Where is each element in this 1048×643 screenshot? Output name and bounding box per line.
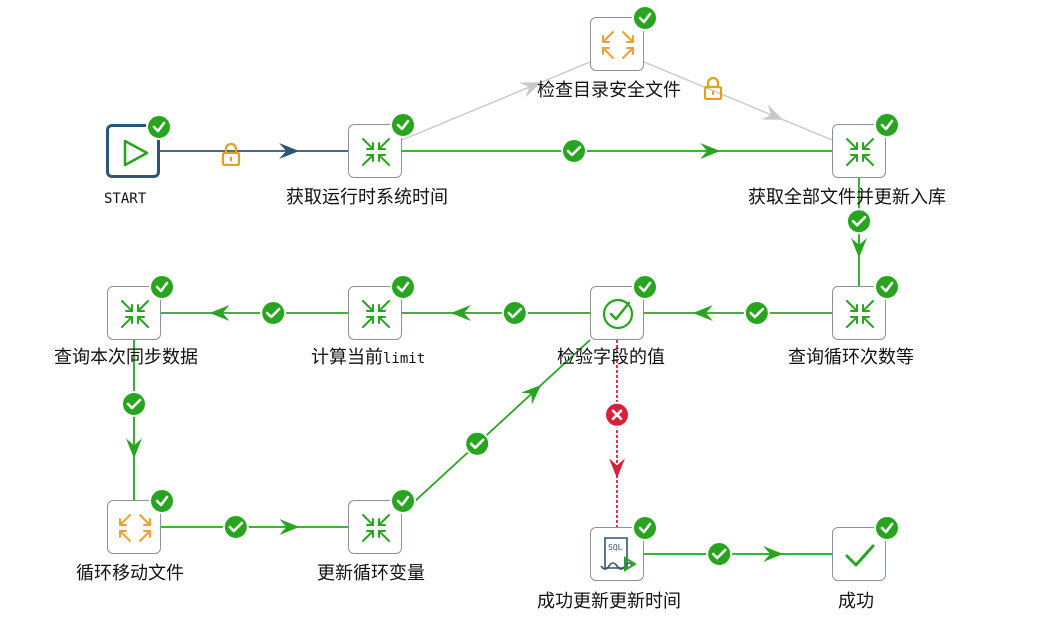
hop-arrowhead: [700, 143, 721, 159]
sql-icon: SQL: [600, 537, 637, 572]
hop-success-icon[interactable]: [222, 514, 249, 540]
check-circle-icon: [602, 298, 634, 330]
start-node-label: START: [104, 191, 147, 207]
start-node[interactable]: [106, 114, 172, 178]
success-node[interactable]: [832, 515, 900, 581]
hop-arrowhead: [209, 305, 230, 321]
hop-query_count-check_field[interactable]: [644, 300, 832, 326]
lock-icon: [703, 76, 723, 100]
hop-update_time-success[interactable]: [644, 541, 832, 567]
success-badge: [632, 5, 658, 31]
calc-limit-label-mono: limit: [383, 351, 426, 367]
hop-success-icon[interactable]: [121, 391, 147, 417]
success-badge: [632, 274, 658, 300]
hop-success-icon[interactable]: [743, 300, 770, 326]
hop-arrowhead: [520, 384, 542, 405]
query-sync-node[interactable]: [107, 274, 175, 340]
hop-start-get_time[interactable]: [160, 143, 348, 159]
check-dir-node[interactable]: [590, 5, 658, 71]
success-badge: [390, 112, 416, 138]
success-badge: [149, 488, 175, 514]
hop-move_files-update_var[interactable]: [161, 514, 348, 540]
hop-arrowhead: [761, 104, 784, 120]
transform-icon: [362, 300, 390, 328]
check-field-node[interactable]: [590, 274, 658, 340]
hop-success-icon[interactable]: [846, 208, 872, 235]
hop-arrowhead: [450, 305, 471, 321]
update-var-node-label: 更新循环变量: [317, 563, 425, 584]
check-field-node-label: 检验字段的值: [557, 347, 665, 368]
lock-icon: [221, 142, 241, 166]
hop-arrowhead: [763, 546, 784, 562]
success-node-label: 成功: [838, 591, 874, 612]
query-count-node-label: 查询循环次数等: [788, 347, 914, 368]
hop-success-icon[interactable]: [464, 430, 491, 457]
calc-limit-label-cjk: 计算当前: [311, 347, 383, 368]
hop-success-icon[interactable]: [501, 300, 528, 326]
check-dir-node-label: 检查目录安全文件: [537, 80, 681, 101]
hop-arrowhead: [609, 458, 625, 479]
hop-success-icon[interactable]: [706, 541, 733, 567]
hop-success-icon[interactable]: [260, 300, 287, 326]
success-badge: [874, 515, 900, 541]
move-files-node-label: 循环移动文件: [76, 563, 184, 584]
hop-success-icon[interactable]: [561, 138, 587, 164]
calc-limit-node[interactable]: [348, 274, 416, 340]
transform-icon: [846, 138, 874, 166]
calc-limit-node-label: 计算当前limit: [311, 347, 425, 370]
update-time-node-label: 成功更新更新时间: [537, 591, 681, 612]
job-icon: [602, 31, 634, 59]
hop-get_time-check_dir[interactable]: [401, 61, 591, 141]
hop-arrowhead: [851, 237, 867, 258]
get-time-node-label: 获取运行时系统时间: [286, 187, 448, 208]
update-var-node[interactable]: [348, 488, 416, 554]
get-time-node[interactable]: [348, 112, 416, 178]
transform-icon: [362, 138, 390, 166]
hop-check_field-update_time[interactable]: [604, 340, 630, 527]
query-sync-node-label: 查询本次同步数据: [54, 347, 198, 368]
hop-get_files-query_count[interactable]: [846, 178, 872, 286]
move-files-node[interactable]: [107, 488, 175, 554]
transform-icon: [362, 514, 390, 542]
success-badge: [149, 274, 175, 300]
get-files-node-label: 获取全部文件并更新入库: [748, 187, 946, 208]
hop-arrowhead: [519, 82, 542, 98]
hop-calc_limit-query_sync[interactable]: [161, 300, 348, 326]
success-badge: [390, 274, 416, 300]
hop-arrowhead: [126, 438, 142, 459]
hop-arrowhead: [279, 519, 300, 535]
success-badge: [632, 515, 658, 541]
svg-text:SQL: SQL: [608, 543, 623, 552]
success-badge: [874, 112, 900, 138]
hop-arrowhead: [692, 305, 713, 321]
hop-update_var-check_field[interactable]: [401, 339, 591, 514]
success-badge: [390, 488, 416, 514]
hop-arrowhead: [279, 143, 300, 159]
transform-icon: [121, 300, 149, 328]
job-icon: [119, 514, 151, 542]
hop-check_dir-get_files[interactable]: [643, 61, 833, 141]
play-icon: [123, 139, 149, 167]
hop-failure-icon[interactable]: [604, 401, 630, 428]
query-count-node[interactable]: [832, 274, 900, 340]
checkmark-icon: [845, 544, 875, 567]
hop-check_field-calc_limit[interactable]: [402, 300, 590, 326]
hop-get_time-get_files[interactable]: [402, 138, 832, 164]
transform-icon: [846, 300, 874, 328]
success-badge: [146, 114, 172, 140]
update-time-node[interactable]: SQL: [590, 515, 658, 581]
get-files-node[interactable]: [832, 112, 900, 178]
hop-query_sync-move_files[interactable]: [121, 340, 147, 500]
success-badge: [874, 274, 900, 300]
